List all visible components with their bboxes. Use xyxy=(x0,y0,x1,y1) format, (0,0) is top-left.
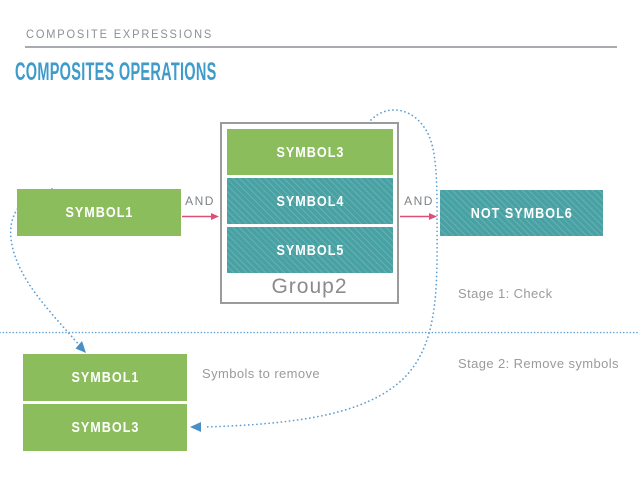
stage2-symbol1-box: SYMBOL1 xyxy=(23,354,187,401)
slide-kicker-text: COMPOSITE EXPRESSIONS xyxy=(26,27,214,41)
stage1-caption: Stage 1: Check xyxy=(458,286,553,301)
and-connector-left xyxy=(182,213,219,220)
arrowhead-right-icon xyxy=(211,213,219,220)
group2-symbol3-label: SYMBOL3 xyxy=(276,143,344,161)
and-label-right: AND xyxy=(404,194,434,208)
stage2-symbol3-label: SYMBOL3 xyxy=(71,419,139,436)
group2-symbol4-box: SYMBOL4 xyxy=(227,178,393,224)
slide-title: COMPOSITES OPERATIONS xyxy=(15,58,363,87)
and-connector-right xyxy=(400,213,437,220)
stage1-symbol1-box: SYMBOL1 xyxy=(17,189,181,236)
group2-label: Group2 xyxy=(271,275,348,298)
group2-symbol5-box: SYMBOL5 xyxy=(227,227,393,273)
slide-kicker: COMPOSITE EXPRESSIONS xyxy=(26,27,229,41)
stage2-symbol1-label: SYMBOL1 xyxy=(71,369,139,386)
stage1-not-symbol6-label: NOT SYMBOL6 xyxy=(470,204,573,222)
arrowhead-right-icon xyxy=(429,213,437,220)
stage2-symbol3-box: SYMBOL3 xyxy=(23,404,187,451)
stage1-not-symbol6-box: NOT SYMBOL6 xyxy=(440,190,603,236)
stage1-symbol1-label: SYMBOL1 xyxy=(65,204,133,221)
group2-container: SYMBOL3 SYMBOL4 SYMBOL5 Group2 xyxy=(220,122,399,304)
group2-symbol5-label: SYMBOL5 xyxy=(276,241,344,259)
and-label-left: AND xyxy=(185,194,215,208)
group2-symbol3-box: SYMBOL3 xyxy=(227,129,393,175)
arrowhead-down-icon xyxy=(75,341,86,353)
arrowhead-left-icon xyxy=(190,422,201,432)
slide-title-text: COMPOSITES OPERATIONS xyxy=(15,58,217,86)
group2-symbol4-label: SYMBOL4 xyxy=(276,192,344,210)
header-divider xyxy=(25,46,617,48)
symbols-to-remove-note: Symbols to remove xyxy=(202,366,321,381)
stage2-caption: Stage 2: Remove symbols xyxy=(458,356,619,371)
